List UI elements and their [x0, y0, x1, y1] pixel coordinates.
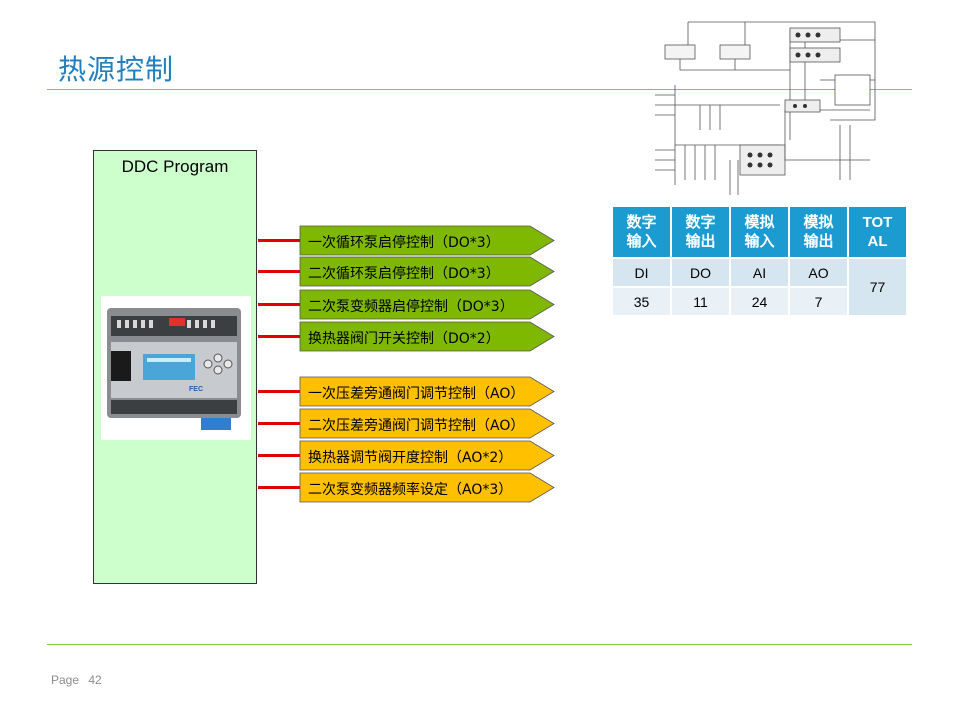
code-di: DI — [613, 257, 672, 287]
header-ai: 模拟输入 — [730, 207, 790, 258]
output-label-8: 二次泵变频器频率设定（AO*3） — [308, 482, 513, 498]
count-ai: 24 — [730, 286, 790, 315]
total-value: 77 — [848, 257, 908, 315]
code-ai: AI — [730, 257, 790, 287]
fec-controller-image: FEC — [101, 296, 251, 440]
output-arrow-4 — [299, 321, 555, 352]
device-brand: FEC — [189, 386, 203, 393]
output-label-7: 换热器调节阀开度控制（AO*2） — [308, 450, 513, 466]
output-arrow-7 — [299, 440, 555, 471]
code-do: DO — [671, 257, 731, 287]
page-footer: Page 42 — [51, 673, 108, 687]
output-label-5: 一次压差旁通阀门调节控制（AO） — [308, 386, 525, 402]
count-di: 35 — [613, 286, 672, 315]
piping-schematic — [655, 21, 876, 195]
ddc-label: DDC Program — [121, 157, 229, 176]
header-ao: 模拟输出 — [789, 207, 849, 258]
code-ao: AO — [789, 257, 849, 287]
output-label-3: 二次泵变频器启停控制（DO*3） — [308, 299, 514, 315]
output-arrow-6 — [299, 408, 555, 439]
output-arrow-2 — [299, 256, 555, 287]
header-do: 数字输出 — [671, 207, 731, 258]
output-arrow-5 — [299, 376, 555, 407]
output-label-6: 二次压差旁通阀门调节控制（AO） — [308, 418, 525, 434]
output-arrow-8 — [299, 472, 555, 503]
page-number: 42 — [88, 673, 102, 687]
ddc-program-box: DDC Program FEC — [93, 150, 257, 584]
output-label-2: 二次循环泵启停控制（DO*3） — [308, 266, 500, 282]
output-arrow-3 — [299, 289, 555, 320]
title-divider — [47, 89, 912, 90]
output-label-1: 一次循环泵启停控制（DO*3） — [308, 235, 500, 251]
footer-label: Page — [51, 673, 80, 687]
count-do: 11 — [671, 286, 731, 315]
page-title: 热源控制 — [58, 53, 175, 86]
output-label-4: 换热器阀门开关控制（DO*2） — [308, 331, 500, 347]
output-arrow-1 — [299, 225, 555, 256]
count-ao: 7 — [789, 286, 849, 315]
footer-divider — [47, 644, 912, 645]
header-di: 数字输入 — [613, 207, 672, 258]
